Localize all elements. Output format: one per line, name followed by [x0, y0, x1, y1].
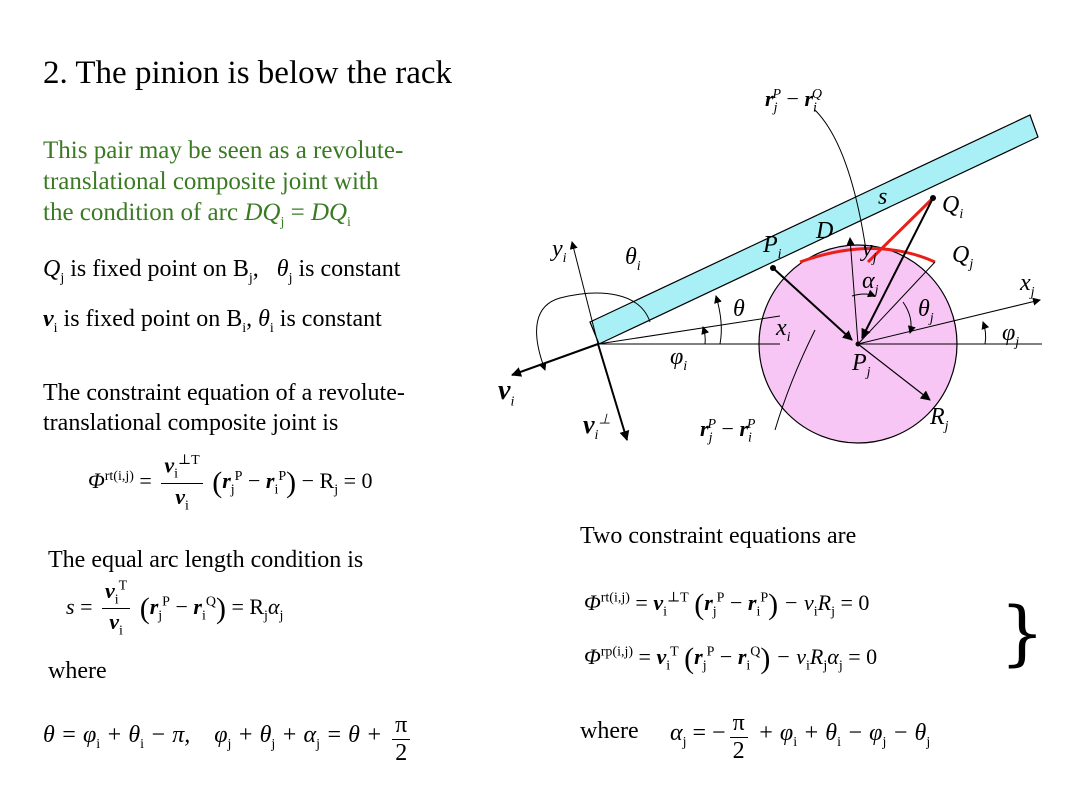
label-xi: xi	[776, 315, 791, 345]
label-qi: Qi	[942, 192, 964, 222]
intro-line-1: This pair may be seen as a revolute-	[43, 137, 404, 164]
where-label-left: where	[48, 658, 107, 684]
yj-axis	[846, 237, 859, 345]
label-rjp-minus-rip: rjP − riP	[700, 416, 756, 446]
label-s: s	[878, 184, 888, 210]
equation-rp-final: Φrp(i,j) = viT (rjP − riQ) − viRjαj = 0	[584, 642, 878, 675]
phii-arc	[701, 326, 710, 345]
where-label-right: where	[580, 718, 639, 744]
qi-pj-arrow	[861, 197, 934, 339]
right-heading: Two constraint equations are	[580, 523, 857, 549]
label-yj: yj	[862, 236, 877, 266]
label-vi: vi	[498, 375, 515, 410]
intro-text: This pair may be seen as a revolute- tra…	[43, 135, 403, 238]
system-brace: }	[1000, 592, 1045, 674]
label-phij: φj	[1002, 320, 1020, 350]
diagram-label-rjp-minus-riq: rjP − riQ	[765, 86, 823, 116]
yi-axis	[569, 241, 599, 345]
xi-axis-line	[597, 315, 781, 345]
arc-intro: The equal arc length condition is	[48, 547, 364, 573]
intro-line-2: translational composite joint with	[43, 168, 379, 195]
label-pj: Pj	[852, 350, 871, 380]
thetaj-arc	[902, 301, 916, 334]
leader-bottom	[774, 329, 816, 431]
constraint-intro: The constraint equation of a revolute- t…	[43, 380, 405, 436]
rj-arrow	[857, 343, 931, 401]
label-vi-perp: vi⊥	[583, 410, 611, 444]
label-theta: θ	[733, 296, 745, 322]
fact-vi-fixed: vi is fixed point on Bi, θi is constant	[43, 306, 382, 336]
label-phii: φi	[670, 344, 688, 374]
thetai-arc	[536, 292, 651, 371]
label-thetaj: θj	[918, 296, 934, 326]
label-thetai: θi	[625, 244, 641, 274]
xj-axis	[857, 297, 1041, 345]
alphaj-arc	[851, 289, 876, 298]
label-pi: Pi	[763, 232, 782, 262]
arc-segment-s	[866, 196, 935, 264]
pj-qj-line	[857, 261, 936, 345]
label-yi: yi	[552, 236, 567, 266]
point-pj	[855, 341, 861, 347]
contact-arc	[799, 247, 936, 264]
pi-pj-arrow	[772, 267, 853, 341]
equation-rt-final: Φrt(i,j) = vi⊥T (rjP − riP) − viRj = 0	[584, 588, 870, 621]
label-rj: Rj	[930, 404, 949, 434]
vi-perp-arrow	[597, 343, 630, 441]
theta-arc	[714, 295, 722, 345]
page-title: 2. The pinion is below the rack	[43, 55, 453, 91]
label-alphaj: αj	[862, 268, 879, 298]
leader-top	[814, 109, 867, 251]
label-d: D	[816, 218, 834, 244]
intro-line-3: the condition of arc DQj = DQi	[43, 199, 351, 230]
label-xj: xj	[1020, 270, 1035, 300]
label-qj: Qj	[952, 242, 974, 272]
vi-arrow	[511, 343, 599, 377]
fact-qj-fixed: Qj is fixed point on Bj, θj is constant	[43, 256, 401, 286]
phij-arc	[981, 321, 990, 345]
